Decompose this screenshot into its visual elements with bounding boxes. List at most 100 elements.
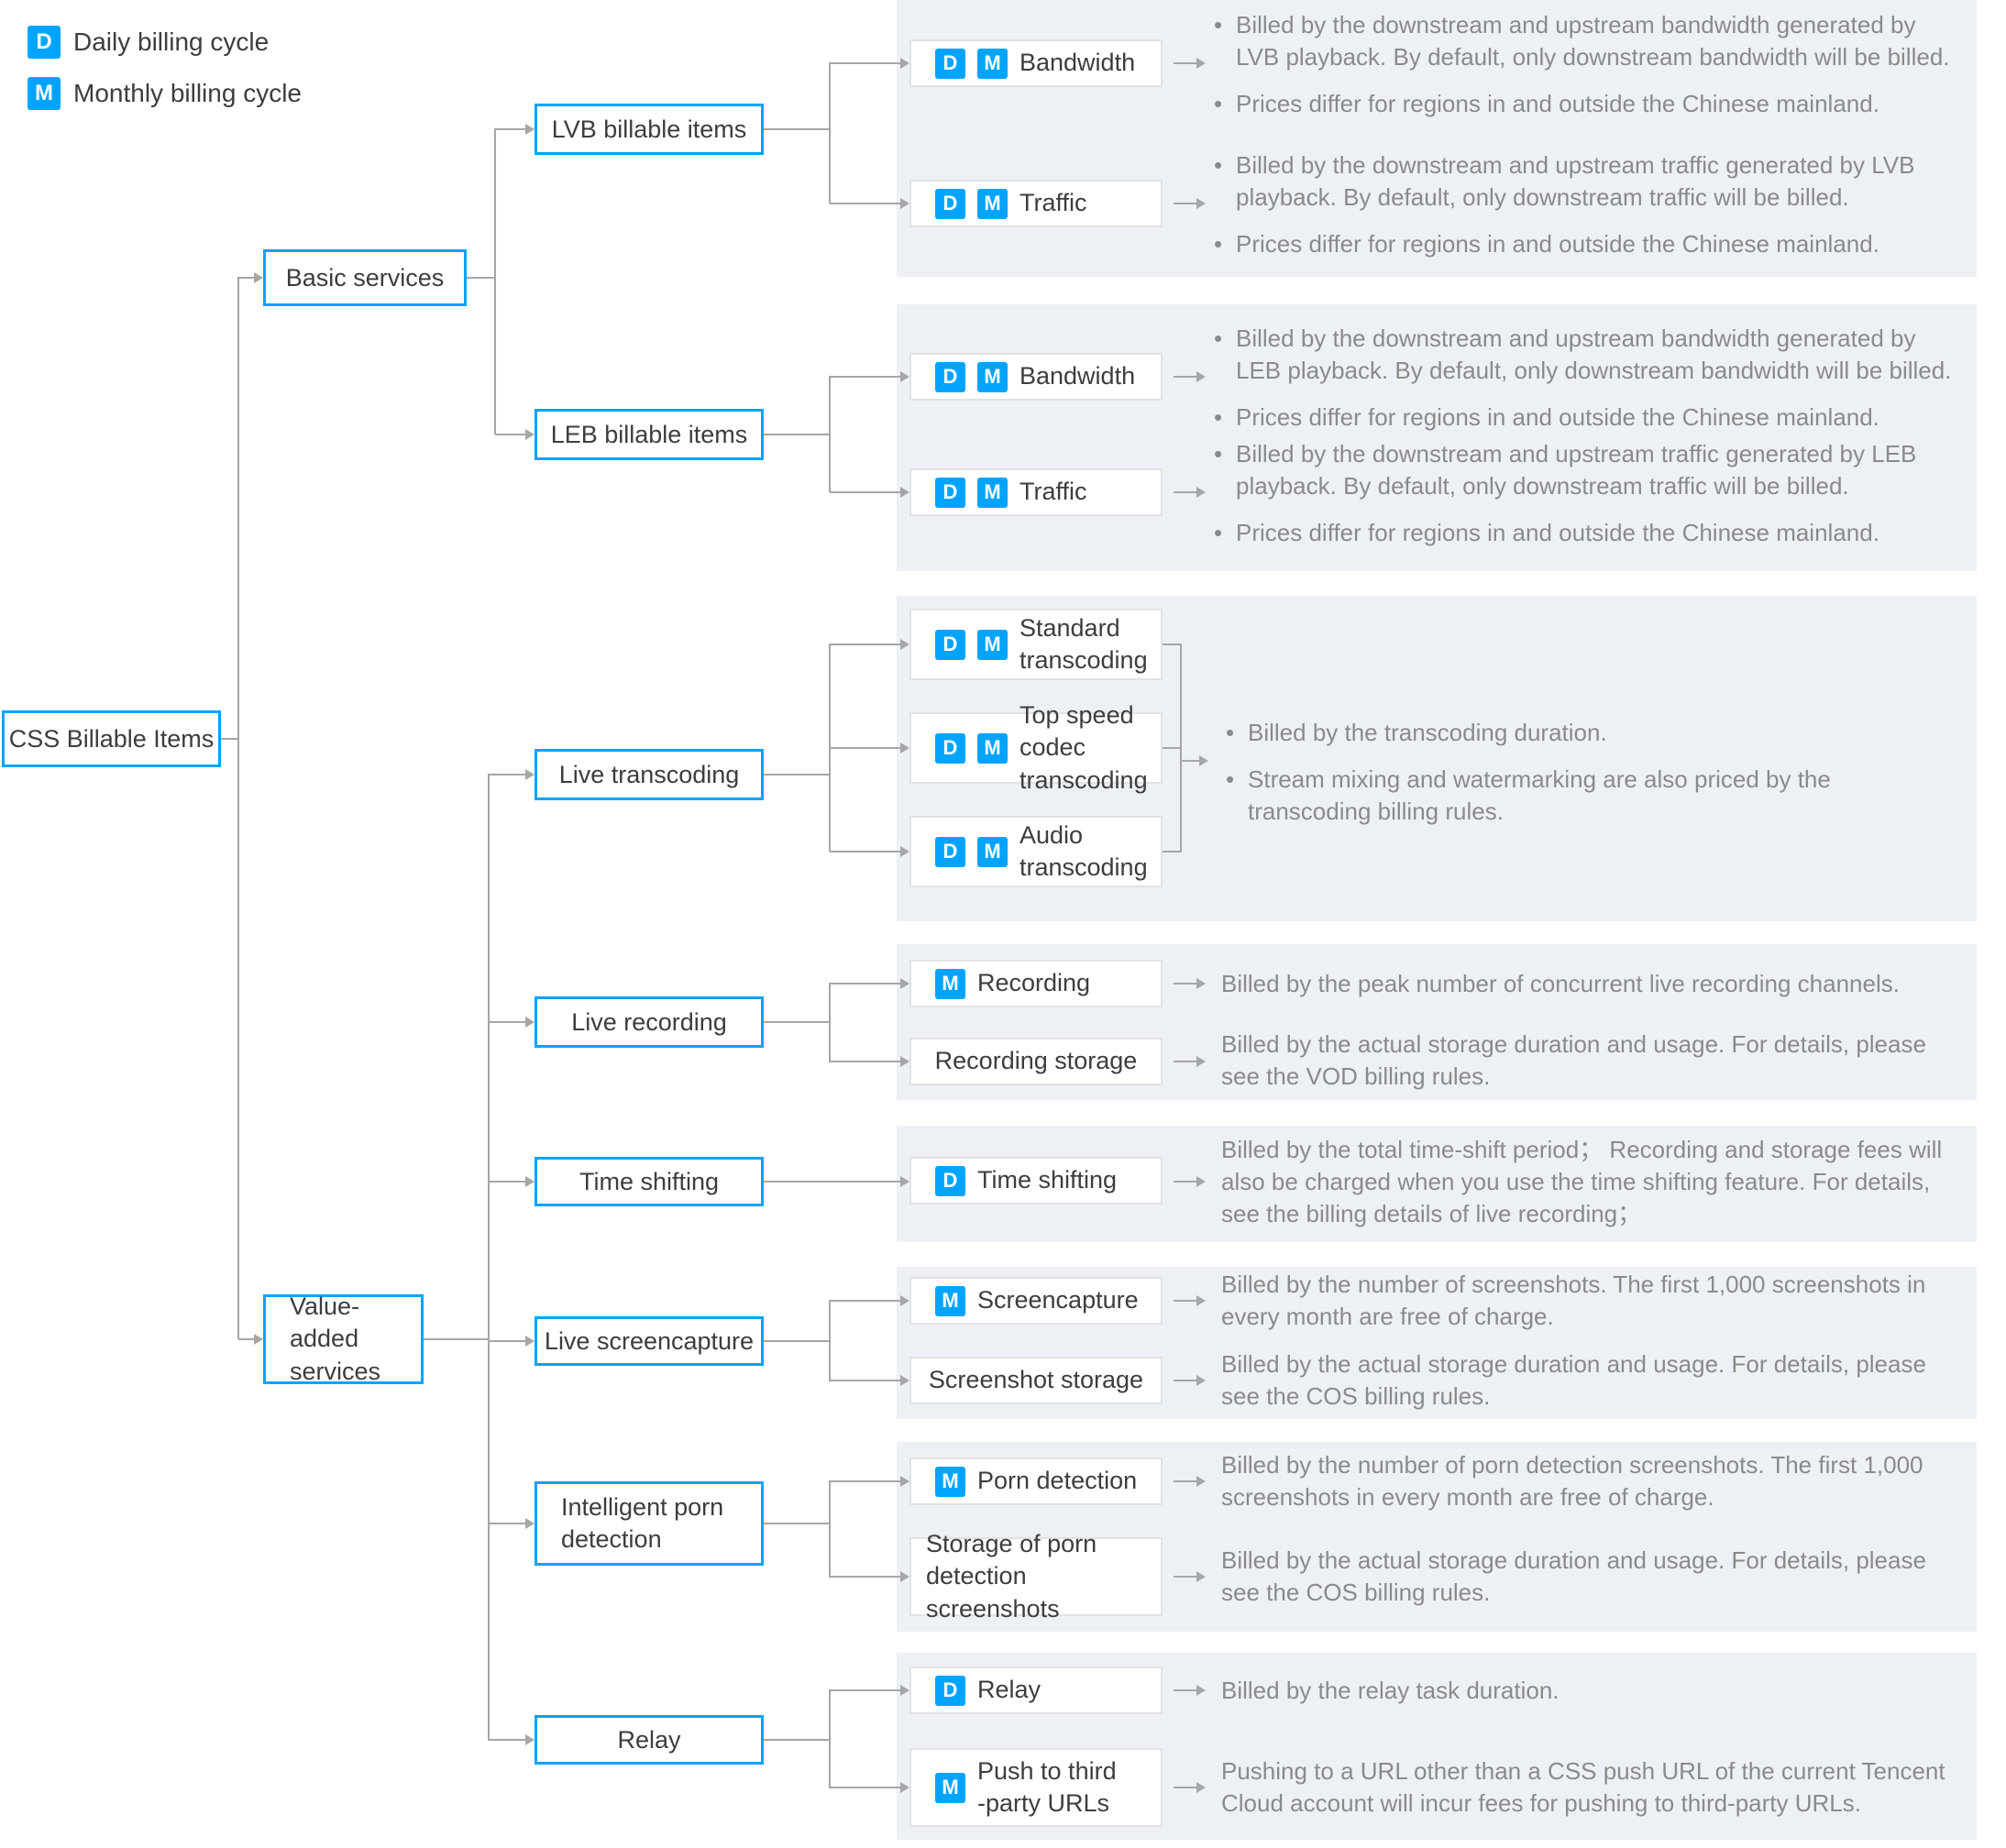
connector-line bbox=[764, 1739, 830, 1741]
monthly-badge-icon: M bbox=[977, 629, 1008, 660]
item-storage-of-porn-detection-screenshots: Storage of porn detection screenshots bbox=[909, 1530, 1163, 1622]
connector-line bbox=[1163, 851, 1181, 852]
item-label: Porn detection bbox=[977, 1467, 1138, 1495]
arrow-to-leb-traffic bbox=[830, 487, 909, 498]
desc-lvb-traffic: Billed by the downstream and upstream tr… bbox=[1212, 149, 1955, 260]
item-recording-storage: Recording storage bbox=[909, 1038, 1163, 1085]
node-live-recording: Live recording bbox=[535, 996, 764, 1048]
desc-transcoding: Billed by the transcoding duration. Stre… bbox=[1224, 717, 1955, 828]
arrow-to-top-speed-transcoding bbox=[830, 742, 909, 754]
desc-recording: Billed by the peak number of concurrent … bbox=[1221, 970, 1900, 997]
item-label: Standard transcoding bbox=[1020, 613, 1148, 674]
item-label: Audio transcoding bbox=[1020, 820, 1148, 881]
connector-line bbox=[764, 774, 830, 776]
arrow-to-desc bbox=[1174, 1571, 1206, 1582]
item-label: Traffic bbox=[1020, 189, 1087, 217]
arrow-to-live-transcoding bbox=[489, 769, 535, 780]
daily-badge-icon: D bbox=[935, 836, 965, 867]
daily-badge-icon: D bbox=[935, 188, 965, 219]
leb-billable-items-label: LEB billable items bbox=[550, 420, 748, 448]
daily-badge-icon: D bbox=[935, 732, 965, 764]
arrow-to-desc bbox=[1174, 1295, 1206, 1306]
time-shifting-label: Time shifting bbox=[579, 1167, 720, 1195]
arrow-to-porn-storage bbox=[830, 1571, 909, 1582]
connector-line bbox=[221, 738, 238, 740]
arrow-to-basic-services bbox=[238, 272, 263, 283]
item-leb-traffic: D M Traffic bbox=[909, 468, 1163, 516]
arrow-to-live-screencapture bbox=[489, 1336, 535, 1347]
monthly-badge-icon: M bbox=[935, 1772, 965, 1803]
desc-time-shifting: Billed by the total time-shift period； R… bbox=[1221, 1136, 1943, 1227]
daily-badge-icon: D bbox=[935, 477, 965, 508]
item-label: Time shifting bbox=[977, 1166, 1118, 1194]
item-label: Storage of porn detection screenshots bbox=[926, 1530, 1097, 1622]
item-screenshot-storage: Screenshot storage bbox=[909, 1357, 1163, 1404]
connector-line bbox=[1163, 644, 1181, 645]
desc-bullet: Billed by the transcoding duration. bbox=[1224, 717, 1955, 749]
legend-monthly: M Monthly billing cycle bbox=[28, 77, 302, 110]
node-basic-services: Basic services bbox=[263, 249, 467, 306]
item-standard-transcoding: D M Standard transcoding bbox=[909, 609, 1163, 680]
legend-daily: D Daily billing cycle bbox=[28, 26, 269, 59]
desc-recording-storage: Billed by the actual storage duration an… bbox=[1221, 1030, 1926, 1090]
monthly-badge-icon: M bbox=[977, 48, 1008, 79]
arrow-to-desc bbox=[1174, 1375, 1206, 1386]
live-screencapture-label: Live screencapture bbox=[544, 1326, 755, 1355]
connector-line bbox=[829, 1300, 831, 1381]
desc-bullet: Prices differ for regions in and outside… bbox=[1212, 402, 1955, 434]
arrow-to-recording-storage bbox=[830, 1056, 909, 1067]
item-lvb-bandwidth: D M Bandwidth bbox=[909, 39, 1163, 87]
arrow-to-desc bbox=[1174, 371, 1206, 382]
arrow-to-desc bbox=[1174, 1782, 1206, 1793]
root-node-css-billable-items: CSS Billable Items bbox=[2, 710, 221, 767]
item-push-to-third-party-urls: M Push to third -party URLs bbox=[909, 1748, 1163, 1827]
arrow-to-relay-item bbox=[830, 1685, 909, 1696]
item-label: Push to third -party URLs bbox=[977, 1756, 1117, 1817]
desc-bullet: Stream mixing and watermarking are also … bbox=[1224, 764, 1955, 828]
node-live-transcoding: Live transcoding bbox=[535, 749, 764, 800]
arrow-to-screencapture bbox=[830, 1295, 909, 1306]
connector-line bbox=[1163, 747, 1181, 749]
connector-line bbox=[764, 1021, 830, 1023]
item-top-speed-codec-transcoding: D M Top speed codec transcoding bbox=[909, 701, 1163, 794]
monthly-badge-icon: M bbox=[977, 477, 1008, 508]
item-porn-detection: M Porn detection bbox=[909, 1458, 1163, 1505]
node-intelligent-porn-detection: Intelligent porn detection bbox=[535, 1481, 764, 1566]
legend-daily-label: Daily billing cycle bbox=[73, 28, 270, 56]
arrow-to-desc bbox=[1174, 487, 1206, 498]
relay-group-label: Relay bbox=[617, 1725, 681, 1754]
monthly-badge-icon: M bbox=[935, 968, 965, 999]
connector-line bbox=[829, 62, 831, 204]
arrow-to-desc bbox=[1174, 1056, 1206, 1067]
monthly-badge-icon: M bbox=[28, 77, 61, 110]
monthly-badge-icon: M bbox=[977, 361, 1008, 392]
desc-relay: Billed by the relay task duration. bbox=[1221, 1677, 1560, 1704]
arrow-to-recording bbox=[830, 978, 909, 989]
desc-screenshot-storage: Billed by the actual storage duration an… bbox=[1221, 1350, 1926, 1410]
live-transcoding-label: Live transcoding bbox=[558, 760, 740, 788]
item-label: Screencapture bbox=[977, 1286, 1139, 1314]
arrow-to-value-added-services bbox=[238, 1334, 263, 1345]
desc-bullet: Billed by the downstream and upstream tr… bbox=[1212, 149, 1955, 214]
arrow-to-lvb-traffic bbox=[830, 198, 909, 209]
item-screencapture: M Screencapture bbox=[909, 1277, 1163, 1325]
arrow-to-push-third-party bbox=[830, 1782, 909, 1793]
item-label: Recording bbox=[977, 969, 1091, 997]
desc-bullet: Billed by the downstream and upstream tr… bbox=[1212, 438, 1955, 502]
arrow-to-live-recording bbox=[489, 1017, 535, 1028]
arrow-to-transcoding-desc bbox=[1181, 755, 1208, 766]
root-label: CSS Billable Items bbox=[8, 724, 215, 753]
arrow-to-desc bbox=[1174, 58, 1206, 69]
legend-monthly-label: Monthly billing cycle bbox=[73, 79, 302, 107]
connector-line bbox=[237, 277, 239, 1339]
item-label: Screenshot storage bbox=[928, 1366, 1144, 1394]
basic-services-label: Basic services bbox=[285, 263, 445, 292]
arrow-to-leb bbox=[495, 429, 535, 440]
monthly-badge-icon: M bbox=[977, 836, 1008, 867]
item-audio-transcoding: D M Audio transcoding bbox=[909, 816, 1163, 887]
node-time-shifting: Time shifting bbox=[535, 1157, 764, 1206]
daily-badge-icon: D bbox=[935, 1165, 965, 1196]
item-label: Traffic bbox=[1020, 478, 1087, 506]
daily-badge-icon: D bbox=[935, 48, 965, 79]
